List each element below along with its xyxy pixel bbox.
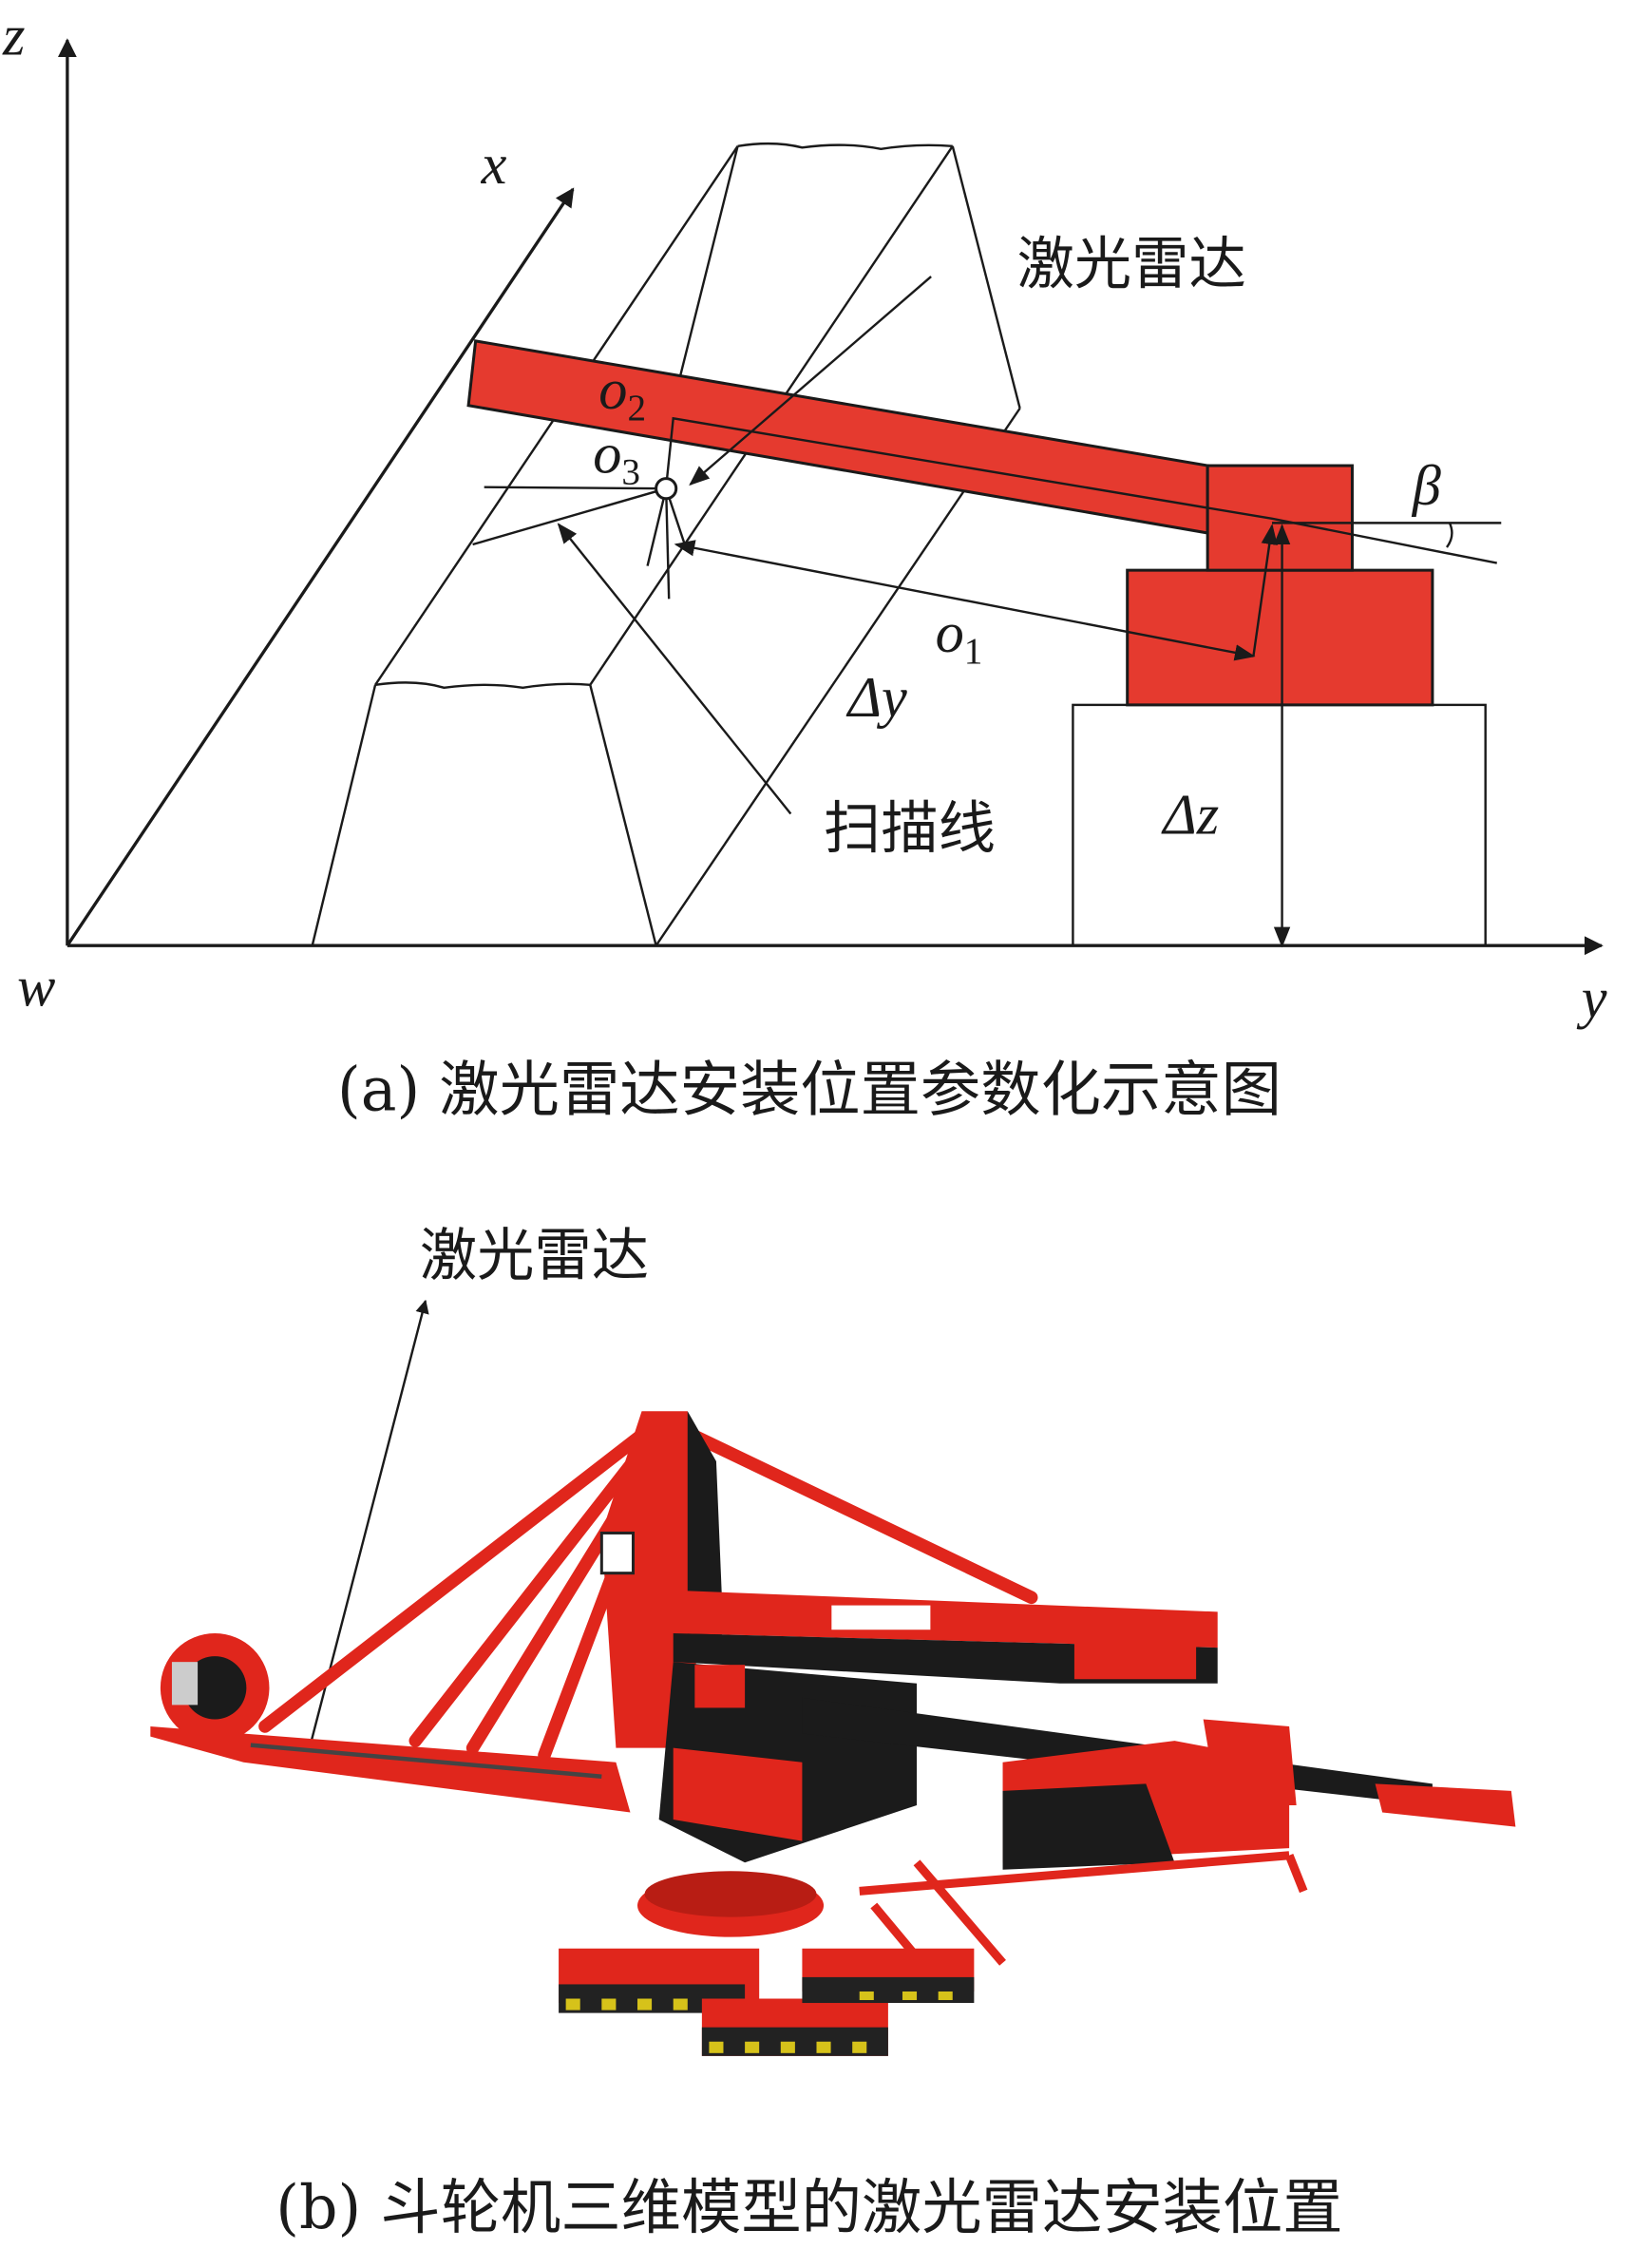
scanline-leader-arrow	[557, 523, 792, 815]
z-axis-label: z	[2, 4, 25, 67]
panel-a-schematic: z x y w β	[2, 4, 1607, 1124]
cab	[1206, 464, 1354, 572]
machine-base	[1072, 703, 1487, 947]
lidar-point-o3	[655, 477, 678, 501]
delta-y-label: Δy	[846, 666, 907, 730]
crawler-tracks	[559, 1948, 975, 2056]
machine-body	[1126, 568, 1434, 707]
delta-y-arrow	[674, 540, 1256, 661]
bucket-wheel-reclaimer	[150, 1411, 1516, 2056]
beta-label: β	[1412, 454, 1441, 518]
lidar-leader-arrow	[689, 276, 932, 486]
o1-label: o1	[936, 601, 983, 672]
o1-offset-arrow	[1252, 524, 1278, 657]
o3-label: o3	[593, 423, 640, 493]
scan-lines	[472, 486, 686, 600]
beta-arc	[1445, 522, 1453, 548]
delta-z-label: Δz	[1161, 784, 1219, 848]
x-axis	[66, 187, 575, 947]
lidar-label-b: 激光雷达	[420, 1223, 649, 1289]
lidar-arrow-b	[304, 1299, 429, 1766]
caption-b: (b) 斗轮机三维模型的激光雷达安装位置	[275, 2172, 1342, 2242]
panel-b-3d-model: 激光雷达	[150, 1223, 1516, 2242]
x-axis-label: x	[481, 133, 507, 197]
y-axis-label: y	[1576, 967, 1607, 1031]
lidar-label: 激光雷达	[1017, 232, 1246, 298]
o2-label: o2	[598, 358, 646, 429]
origin-label: w	[17, 956, 55, 1020]
boom	[466, 339, 1209, 535]
boom-axis-line	[664, 416, 1497, 564]
caption-a: (a) 激光雷达安装位置参数化示意图	[337, 1055, 1282, 1125]
scanline-label: 扫描线	[824, 796, 996, 863]
